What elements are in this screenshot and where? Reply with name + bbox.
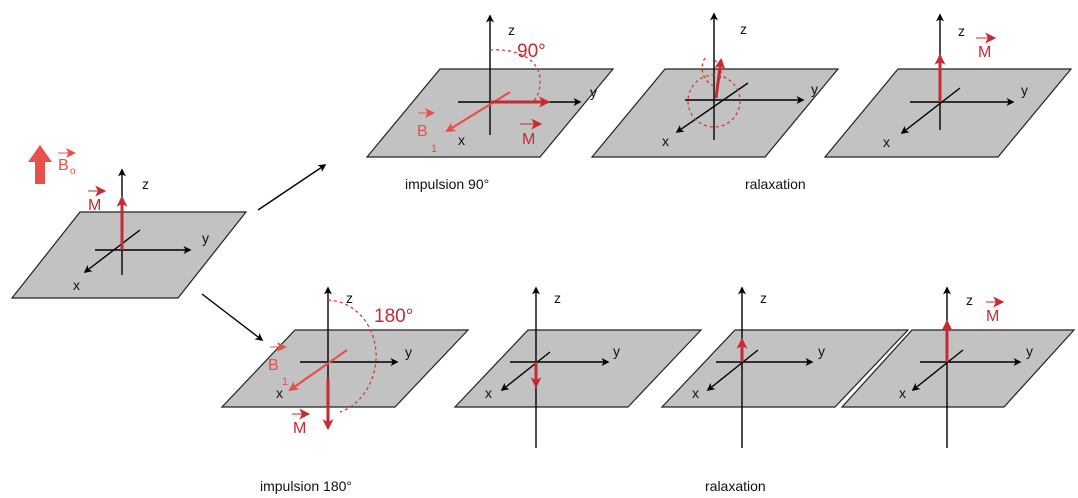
b1-subscript: 1 (431, 143, 437, 155)
x-label: x (883, 134, 890, 150)
xy-plane (12, 212, 246, 298)
x-label: x (692, 385, 699, 401)
x-label: x (73, 277, 80, 293)
xy-plane (825, 69, 1071, 157)
y-label: y (1021, 82, 1028, 98)
magnetization-label: M (986, 308, 999, 325)
relax-bottom-1-panel: z y x (455, 288, 701, 448)
magnetization-label: M (978, 44, 991, 61)
pulse-180-panel: z y x 180° B 1 M (222, 288, 468, 437)
b1-subscript: 1 (282, 376, 288, 388)
xy-plane (222, 330, 468, 407)
caption-impulse-180: impulsion 180° (260, 478, 352, 494)
y-label: y (405, 344, 412, 360)
relax-top-2-panel: z y x M (825, 15, 1071, 157)
z-label: z (958, 23, 965, 39)
y-label: y (613, 343, 620, 359)
b1-label: B (417, 123, 428, 140)
b0-subscript: o (70, 166, 76, 177)
magnetization-label: M (293, 420, 306, 437)
y-label: y (811, 81, 818, 97)
flow-arrow-to-90 (258, 165, 325, 210)
z-label: z (508, 22, 515, 38)
b0-label: B (58, 157, 69, 174)
flow-arrow-to-180 (202, 294, 262, 340)
b1-label: B (268, 357, 279, 374)
y-label: y (590, 84, 597, 100)
caption-relaxation-bottom: ralaxation (705, 478, 766, 494)
x-label: x (899, 385, 906, 401)
angle-label: 180° (374, 306, 413, 327)
x-label: x (458, 132, 465, 148)
caption-relaxation-top: ralaxation (745, 176, 806, 192)
z-label: z (554, 290, 561, 306)
equilibrium-state: z y x M (12, 170, 246, 298)
relax-bottom-2-panel: z y x (662, 288, 908, 448)
z-label: z (966, 292, 973, 308)
x-label: x (485, 385, 492, 401)
magnetization-label: M (522, 131, 535, 148)
y-label: y (818, 343, 825, 359)
magnetization-label: M (88, 197, 101, 214)
b0-arrow-icon (28, 145, 52, 184)
xy-plane (592, 69, 838, 157)
static-field-indicator: B o (28, 145, 76, 184)
x-label: x (662, 133, 669, 149)
relax-bottom-3-panel: z y x M (842, 288, 1074, 448)
z-label: z (142, 176, 149, 192)
caption-impulse-90: impulsion 90° (405, 176, 489, 192)
z-label: z (346, 290, 353, 306)
z-label: z (760, 290, 767, 306)
y-label: y (1026, 343, 1033, 359)
y-label: y (202, 230, 209, 246)
angle-label: 90° (517, 41, 546, 62)
pulse-90-panel: z y x 90° B 1 M (367, 16, 613, 157)
z-label: z (740, 21, 747, 37)
relax-top-1-panel: z y x (592, 14, 838, 157)
